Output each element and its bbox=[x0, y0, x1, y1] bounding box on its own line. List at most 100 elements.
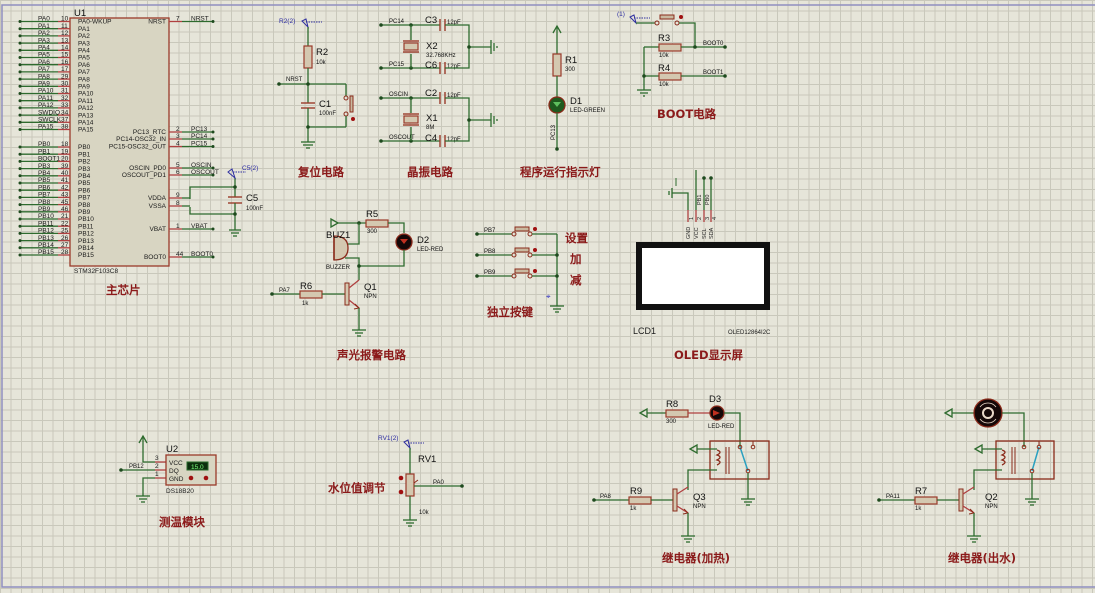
boot-button[interactable] bbox=[659, 14, 675, 20]
u1-pin-number: 44 bbox=[176, 251, 184, 258]
u2-ref: U2 bbox=[166, 444, 178, 455]
u1-net-label: PA12 bbox=[38, 102, 54, 109]
r3-resistor[interactable] bbox=[658, 43, 682, 52]
u1-pin-name: PC14-OSC32_IN bbox=[116, 136, 166, 143]
r4-resistor[interactable] bbox=[658, 72, 682, 81]
rv1-body[interactable] bbox=[405, 473, 415, 497]
c6-net: PC15 bbox=[389, 62, 405, 68]
q1-value: NPN bbox=[364, 294, 377, 300]
section-title-run-led: 程序运行指示灯 bbox=[520, 165, 601, 179]
relay-water[interactable] bbox=[995, 440, 1055, 480]
x1-ref: X1 bbox=[426, 113, 438, 124]
key-button[interactable] bbox=[514, 247, 530, 253]
u1-net-label: VBAT bbox=[191, 223, 208, 230]
relay-heat-circuit[interactable]: R8 300 D3 LED-RED PA8 R9 1k Q3 NPN bbox=[592, 394, 770, 543]
c4-net: OSCOUT bbox=[389, 135, 415, 141]
rv1-increase-button[interactable] bbox=[398, 475, 404, 481]
rv1-potentiometer[interactable]: RV1(2) RV1 PA0 10k bbox=[378, 435, 464, 527]
oled-pin-net: PB1 bbox=[697, 195, 703, 205]
u1-net-label: SWDIO bbox=[38, 109, 60, 116]
q1-transistor[interactable] bbox=[344, 282, 350, 306]
section-title-crystal: 晶振电路 bbox=[407, 165, 453, 179]
relay-water-circuit[interactable]: PA11 R7 1k Q2 NPN bbox=[877, 398, 1055, 543]
u1-pin-number: 19 bbox=[61, 148, 69, 155]
buz1-buzzer[interactable] bbox=[333, 235, 349, 261]
section-title-oled: OLED显示屏 bbox=[674, 348, 744, 362]
r9-resistor[interactable] bbox=[628, 496, 652, 505]
svg-text:⌖: ⌖ bbox=[546, 292, 551, 301]
r4-ref: R4 bbox=[658, 63, 670, 74]
u1-net-label: SWCLK bbox=[38, 117, 62, 124]
r1-resistor[interactable] bbox=[552, 53, 562, 77]
r8-resistor[interactable] bbox=[665, 409, 689, 418]
reset-button[interactable] bbox=[349, 95, 354, 113]
u1-net-label: PC14 bbox=[191, 133, 208, 140]
u1-net-label: PB10 bbox=[38, 213, 54, 220]
c5-value: 100nF bbox=[246, 206, 263, 212]
c2-net: OSCIN bbox=[389, 92, 408, 98]
u2-up-button[interactable] bbox=[203, 475, 209, 481]
r1-value: 300 bbox=[565, 67, 576, 73]
key-net-label: PB7 bbox=[484, 228, 496, 234]
u1-pin-number: 14 bbox=[61, 45, 69, 52]
key-button[interactable] bbox=[514, 226, 530, 232]
key-button[interactable] bbox=[514, 268, 530, 274]
oled-pin-name: GND bbox=[686, 227, 692, 239]
u1-pin-name: PB15 bbox=[78, 252, 94, 259]
r6-resistor[interactable] bbox=[299, 290, 323, 299]
u1-pin-name: PB8 bbox=[78, 202, 91, 209]
u2-down-button[interactable] bbox=[188, 475, 194, 481]
q2-transistor[interactable] bbox=[958, 488, 964, 512]
u1-pin-number: 4 bbox=[176, 141, 180, 148]
u1-pin-name: PB13 bbox=[78, 238, 94, 245]
q3-value: NPN bbox=[693, 504, 706, 510]
u1-pin-name: PA2 bbox=[78, 33, 90, 40]
u1-pin-number: 34 bbox=[61, 109, 69, 116]
boot-circuit[interactable]: (1) R3 10k BOOT0 R4 10k BOOT1 bbox=[617, 11, 727, 97]
d3-value: LED-RED bbox=[708, 424, 735, 430]
rv1-value: 10k bbox=[419, 510, 430, 516]
u1-net-label: BOOT0 bbox=[191, 251, 213, 258]
u1-net-label: PB1 bbox=[38, 148, 51, 155]
u1-pin-name: PB9 bbox=[78, 209, 91, 216]
u1-body[interactable] bbox=[69, 17, 170, 267]
rv1-decrease-button[interactable] bbox=[398, 489, 404, 495]
q3-transistor[interactable] bbox=[672, 488, 678, 512]
lcd1-ref: LCD1 bbox=[633, 326, 656, 336]
u2-value: DS18B20 bbox=[166, 488, 194, 495]
ds18b20-sensor[interactable]: PB12 3 2 1 U2 VCC DQ GND 15.0 DS18B20 bbox=[119, 434, 217, 503]
u1-pin-number: 38 bbox=[61, 124, 69, 131]
u1-pin-number: 11 bbox=[61, 23, 68, 30]
u1-pin-number: 32 bbox=[61, 95, 69, 102]
x2-ref: X2 bbox=[426, 41, 438, 52]
r5-resistor[interactable] bbox=[365, 219, 389, 228]
u1-pin-number: 46 bbox=[61, 206, 69, 213]
oled-pin-name: SDA bbox=[709, 227, 715, 239]
d1-ref: D1 bbox=[570, 96, 582, 107]
r7-resistor[interactable] bbox=[914, 496, 938, 505]
section-title-keys: 独立按键 bbox=[487, 305, 533, 319]
oled-pin-name: VCC bbox=[694, 227, 700, 239]
alarm-circuit[interactable]: R5 300 D2 LED-RED BUZ1 BUZZER PA7 R6 1k … bbox=[270, 209, 444, 337]
u1-net-label: PA8 bbox=[38, 73, 50, 80]
r2-resistor[interactable] bbox=[303, 45, 313, 69]
oled-screen[interactable] bbox=[636, 242, 770, 310]
c1-value: 100nF bbox=[319, 111, 336, 117]
c5-capacitor[interactable]: C5 100nF C5(2) bbox=[189, 165, 263, 237]
crystal-circuit[interactable]: PC14 PC15 X2 32.768KHz C3 12pF C6 12pF O… bbox=[379, 15, 498, 147]
reset-circuit[interactable]: R2(2) R2 10k NRST C1 100nF bbox=[277, 18, 355, 149]
r6-ref: R6 bbox=[300, 281, 312, 292]
u1-pin-number: 9 bbox=[176, 192, 180, 199]
u1-pin-name: PA3 bbox=[78, 40, 90, 47]
section-title-alarm: 声光报警电路 bbox=[336, 348, 406, 362]
relay-heat[interactable] bbox=[709, 440, 770, 480]
u1-net-label: PA5 bbox=[38, 52, 50, 59]
run-led-circuit[interactable]: R1 300 D1 LED-GREEN PC13 bbox=[548, 24, 605, 151]
c3-value: 12pF bbox=[447, 20, 461, 26]
u2-pin2-no: 2 bbox=[155, 463, 159, 470]
